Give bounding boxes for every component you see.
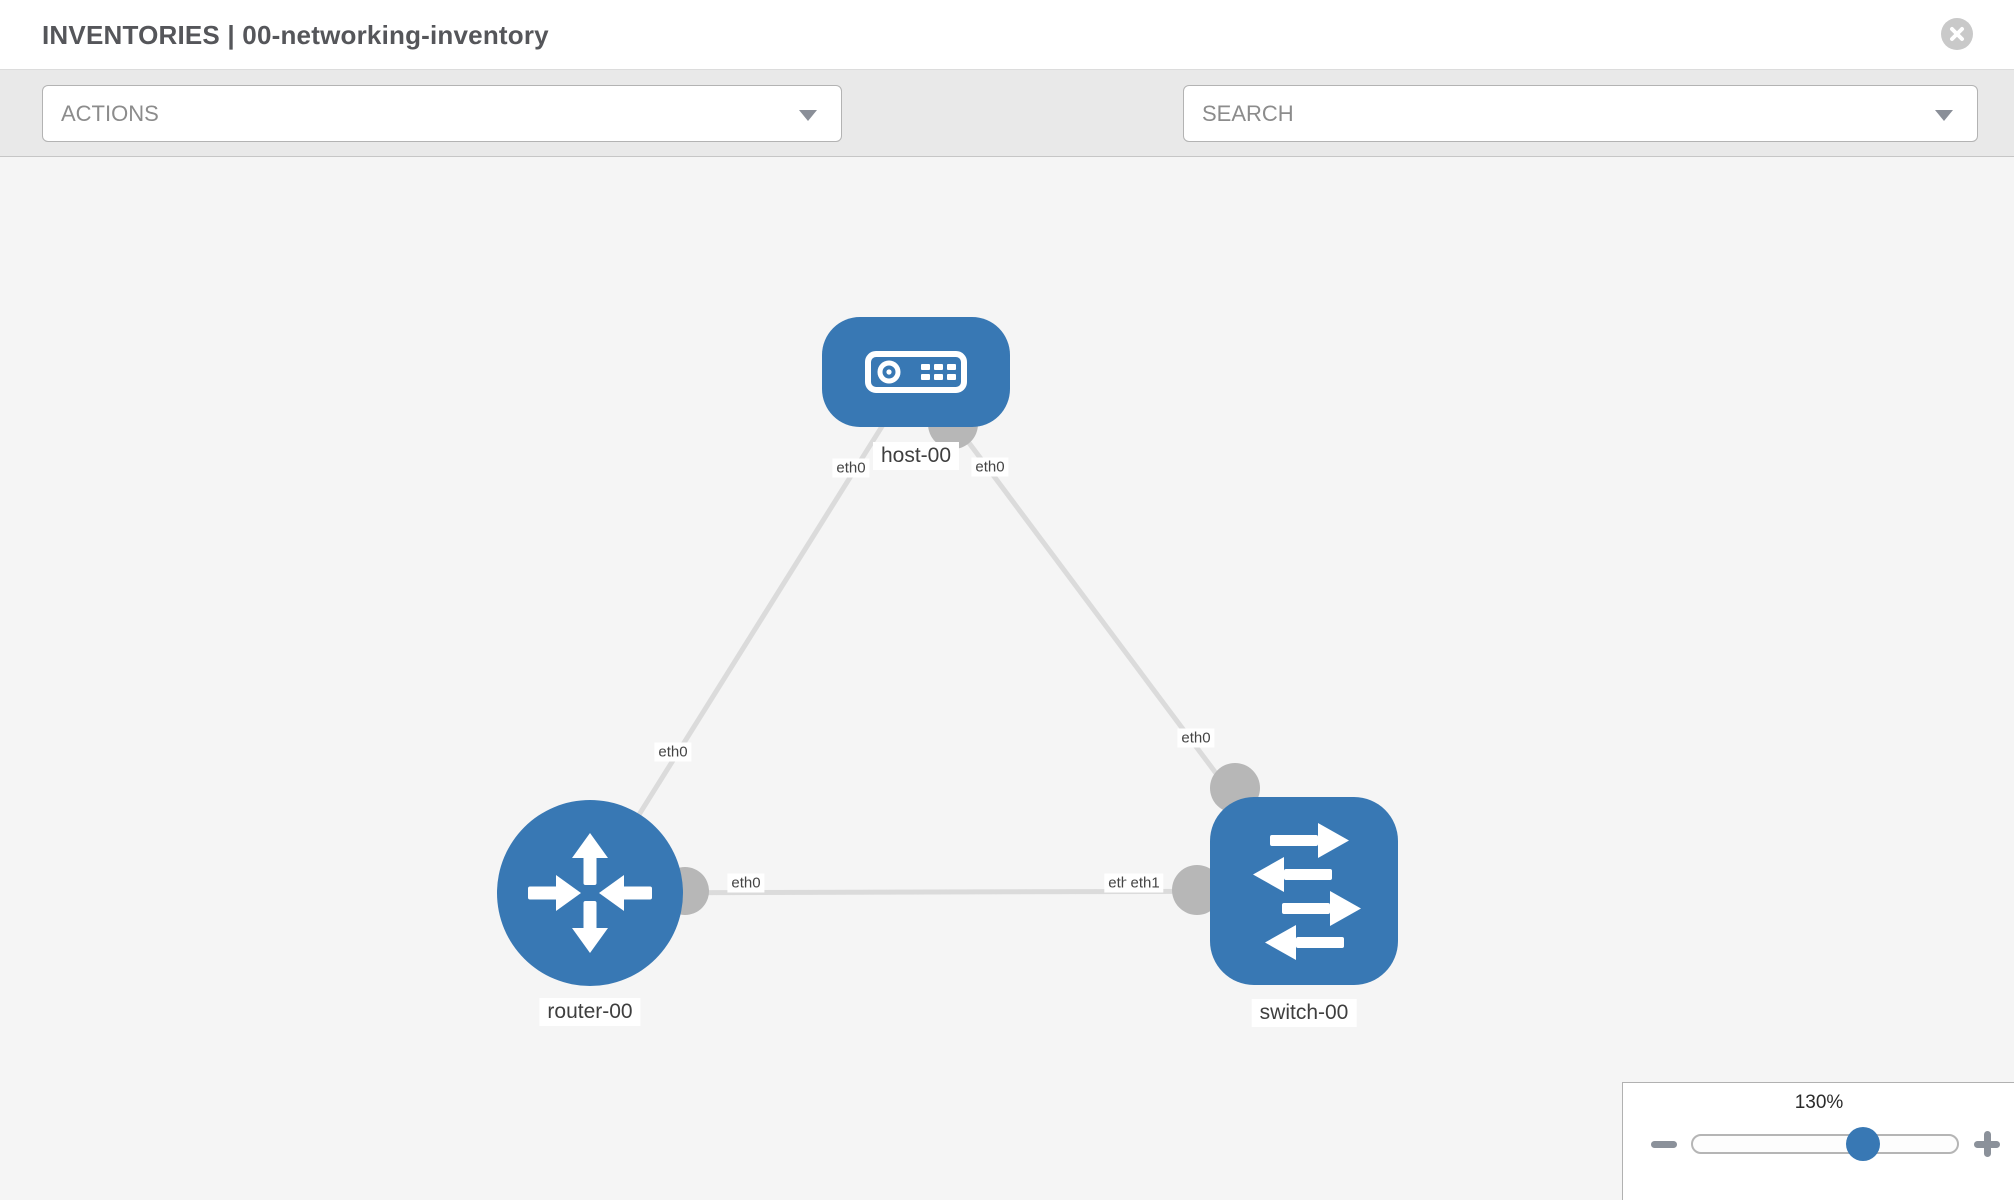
search-dropdown-label: SEARCH — [1202, 101, 1294, 126]
router-icon — [528, 833, 652, 953]
interface-label: eth0 — [727, 873, 765, 893]
interface-label-pair: eth0 eth1 — [1104, 873, 1164, 893]
zoom-panel: 130% — [1622, 1082, 2014, 1200]
search-dropdown[interactable]: SEARCH — [1183, 85, 1978, 142]
zoom-in-button[interactable] — [1970, 1127, 2004, 1161]
chevron-down-icon — [1935, 110, 1953, 121]
interface-label: eth0 — [832, 458, 870, 478]
node-label-router: router-00 — [539, 998, 641, 1026]
interface-label: eth1 — [1126, 873, 1164, 893]
zoom-percent: 130% — [1794, 1092, 1844, 1113]
minus-icon — [1651, 1141, 1677, 1148]
interface-label: eth0 — [654, 742, 692, 762]
actions-dropdown[interactable]: ACTIONS — [42, 85, 842, 142]
host-icon — [865, 351, 967, 393]
switch-icon — [1253, 823, 1361, 960]
zoom-out-button[interactable] — [1647, 1127, 1681, 1161]
actions-dropdown-label: ACTIONS — [61, 101, 159, 126]
toolbar: ACTIONS SEARCH — [0, 70, 2014, 203]
node-router[interactable] — [497, 800, 683, 986]
page-title: INVENTORIES | 00-networking-inventory — [42, 20, 549, 50]
node-label-switch: switch-00 — [1251, 999, 1357, 1027]
interface-label: eth0 — [1177, 728, 1215, 748]
close-button[interactable] — [1941, 18, 1973, 50]
close-icon — [1950, 27, 1964, 41]
chevron-down-icon — [799, 110, 817, 121]
plus-icon — [1983, 1131, 1991, 1157]
topology-canvas[interactable]: host-00 router-00 switch-00 eth0 eth0 et… — [0, 157, 2014, 1200]
zoom-slider[interactable] — [1691, 1134, 1959, 1154]
node-host[interactable] — [822, 317, 1010, 427]
page-header: INVENTORIES | 00-networking-inventory — [0, 0, 2014, 70]
node-switch[interactable] — [1210, 797, 1398, 985]
interface-connector — [1172, 865, 1222, 915]
interface-label: eth0 — [971, 457, 1009, 477]
zoom-slider-thumb[interactable] — [1846, 1127, 1880, 1161]
node-label-host: host-00 — [872, 442, 960, 470]
